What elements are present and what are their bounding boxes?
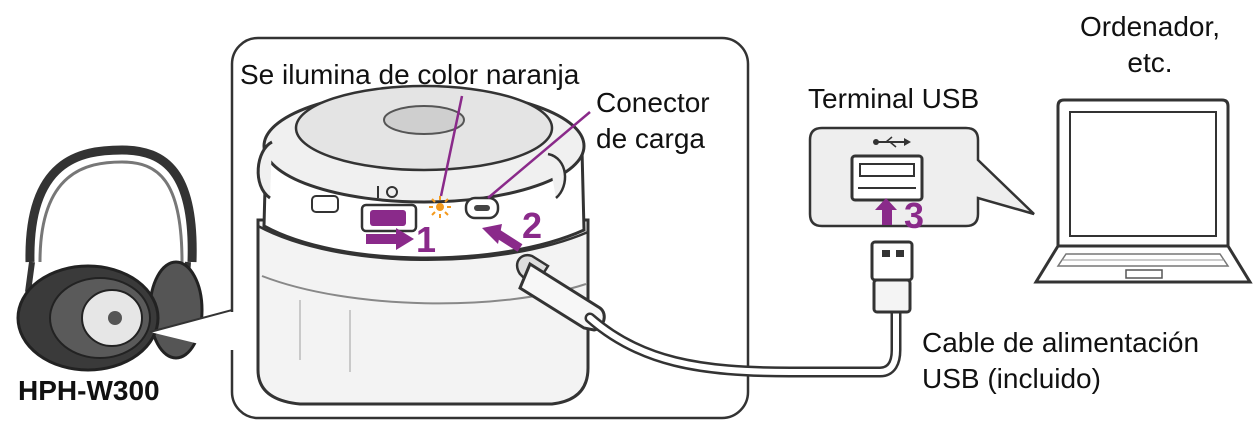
step-number-3: 3 — [904, 195, 925, 236]
led-pointer-line — [439, 95, 464, 197]
step-number-1: 1 — [416, 219, 437, 260]
led-indicator — [429, 196, 451, 218]
earcup-closeup — [256, 84, 590, 406]
connector-pointer-line — [487, 111, 591, 199]
terminal-label: Terminal USB — [808, 83, 980, 114]
usb-icon — [873, 136, 911, 148]
step-number-2: 2 — [522, 205, 543, 246]
cable-label-line1: Cable de alimentación — [922, 327, 1200, 358]
usb-terminal-panel — [808, 126, 1035, 228]
cable-label-line2: USB (incluido) — [922, 363, 1101, 394]
arrow-icon — [366, 228, 414, 250]
computer-label-line2: etc. — [1127, 47, 1173, 78]
model-label: HPH-W300 — [18, 375, 160, 406]
connector-label-line2: de carga — [596, 123, 705, 154]
connector-label-line1: Conector — [596, 87, 710, 118]
led-label: Se ilumina de color naranja — [240, 59, 580, 90]
usb-a-plug — [870, 240, 914, 314]
laptop-illustration — [1033, 98, 1253, 284]
computer-label-line1: Ordenador, — [1079, 11, 1221, 42]
arrow-icon — [482, 224, 523, 252]
arrow-icon — [875, 198, 897, 225]
